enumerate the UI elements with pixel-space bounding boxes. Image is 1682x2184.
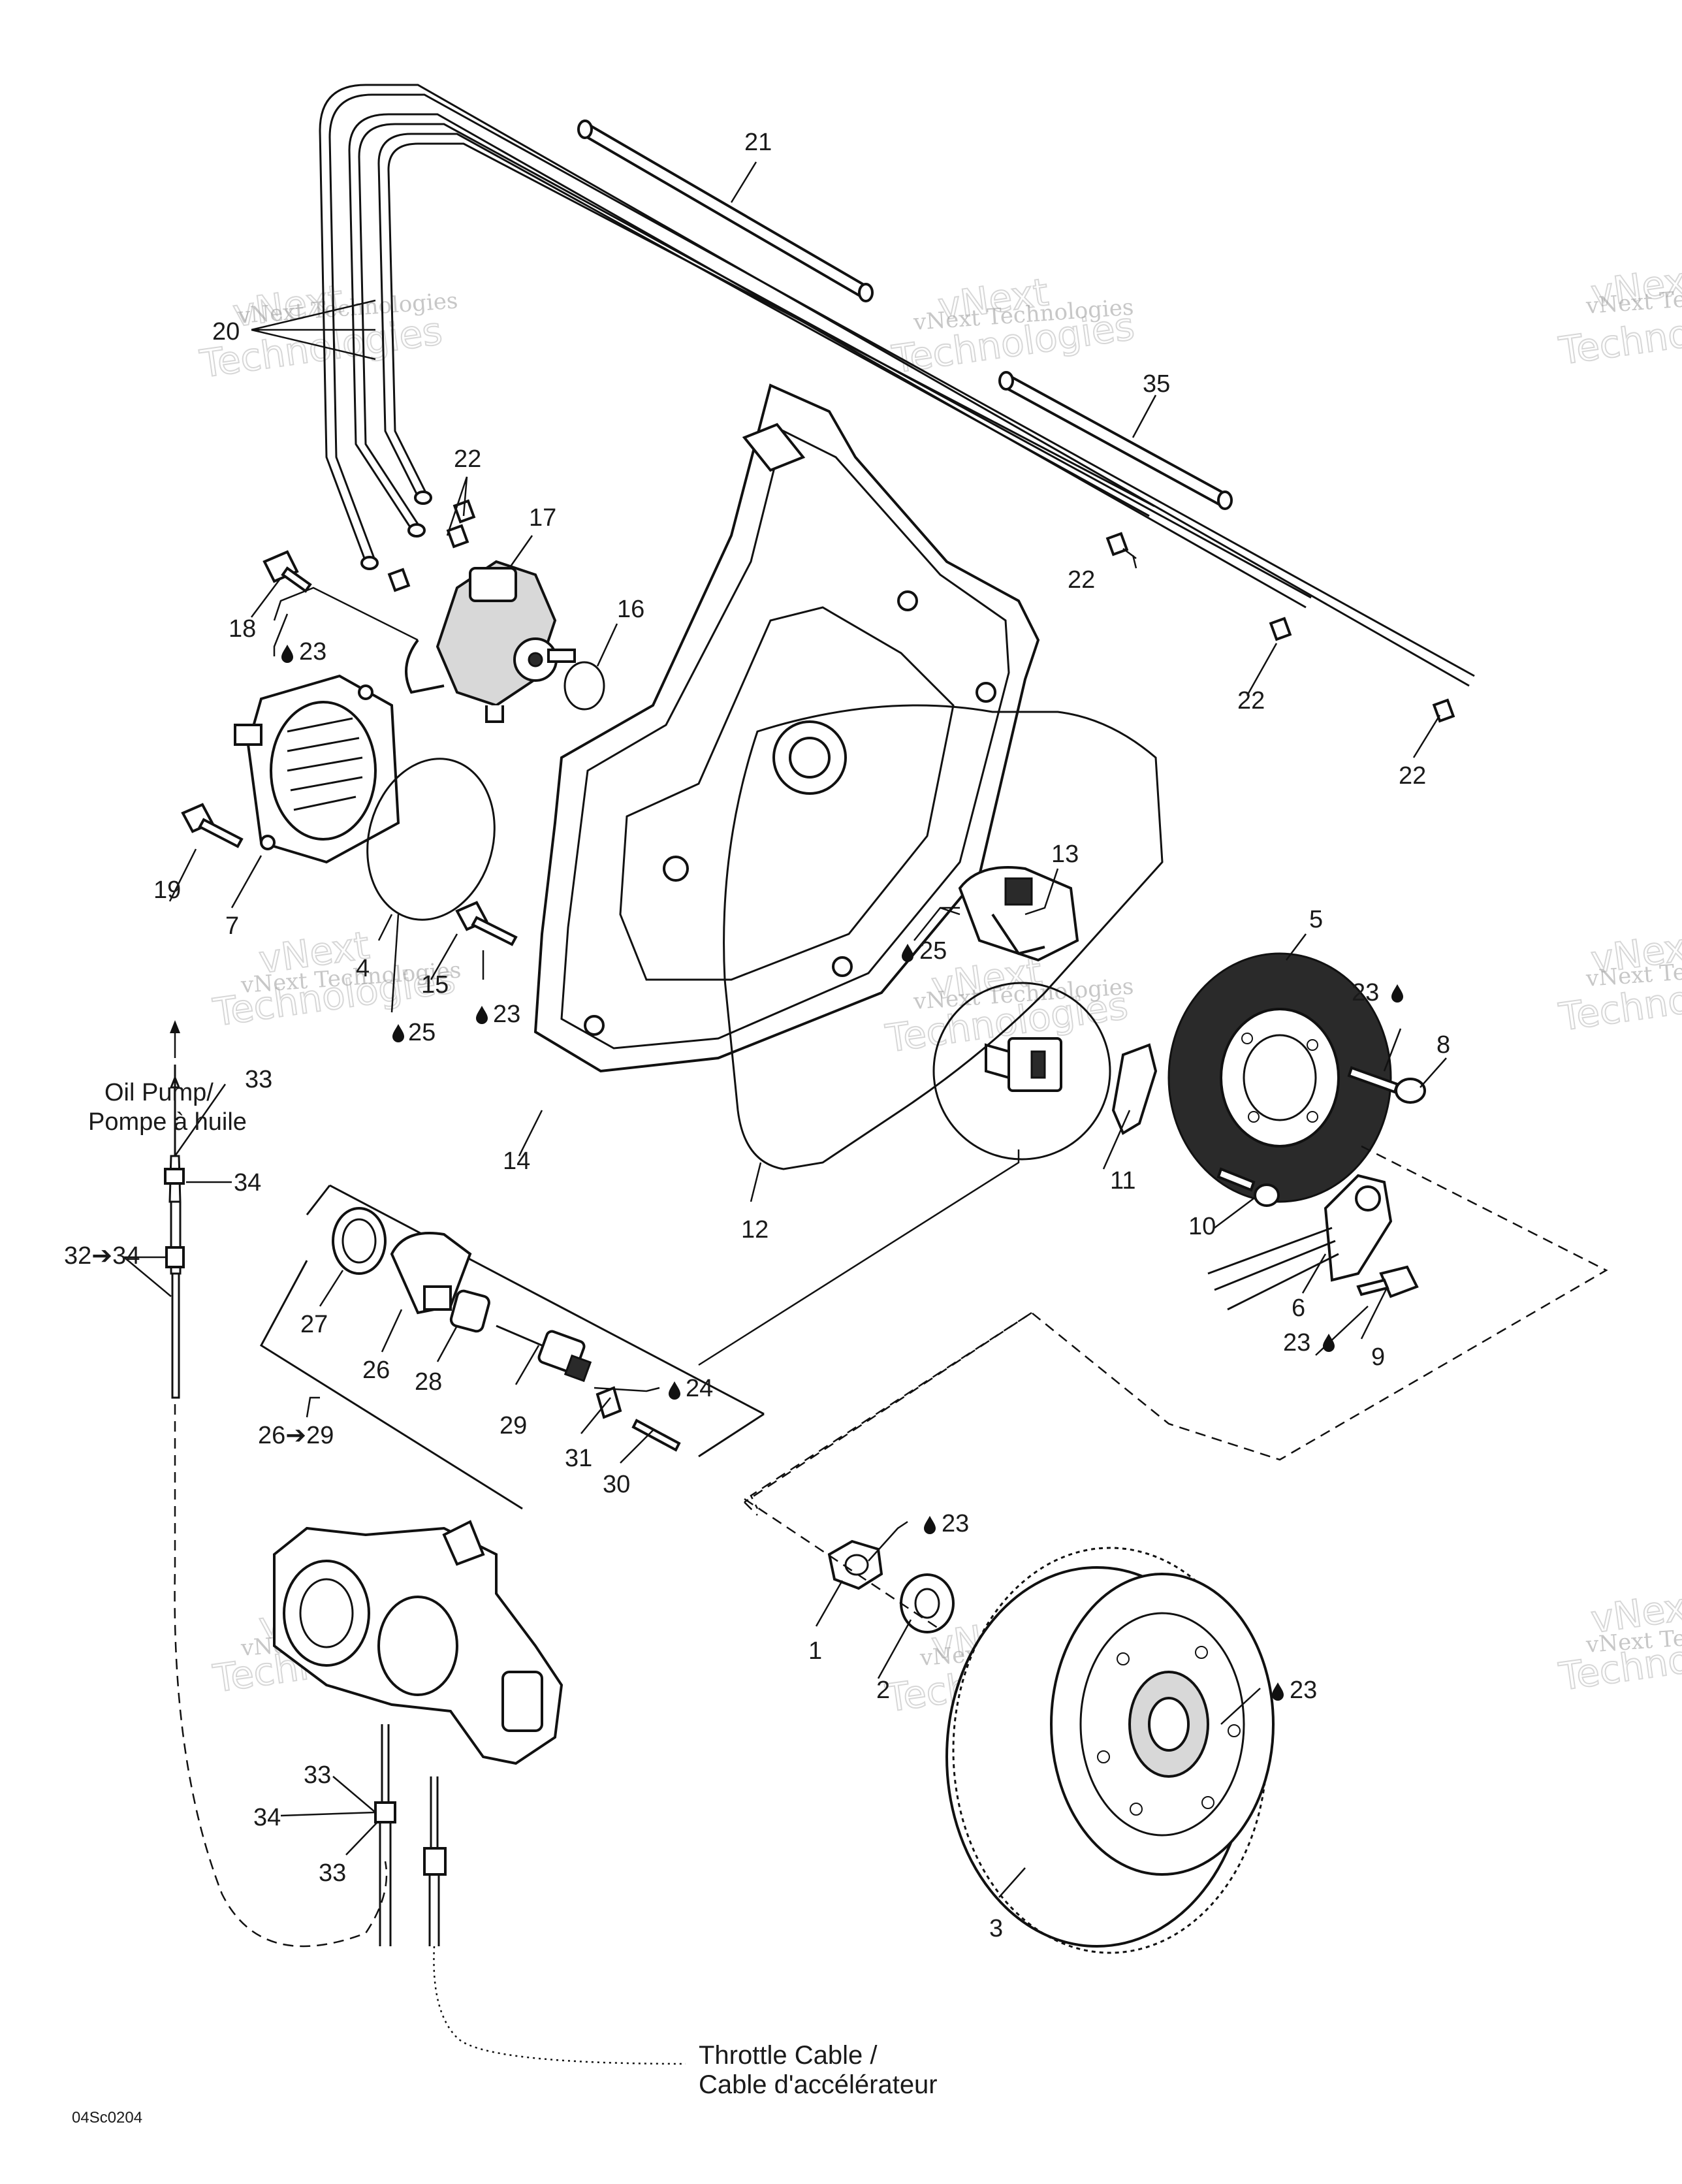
oil-pump	[405, 560, 576, 723]
label-16: 16	[617, 596, 644, 623]
oil-lines	[319, 84, 1475, 687]
oil-pump-cable	[164, 1020, 388, 1948]
throttle-body	[273, 1520, 563, 1765]
caption-oil-pump-en: Oil Pump/	[104, 1079, 214, 1106]
label-34-a: 34	[234, 1169, 261, 1196]
label-23-d: 23	[1283, 1329, 1310, 1357]
label-14: 14	[503, 1148, 530, 1175]
label-26: 26	[362, 1357, 390, 1384]
pump-cover-7	[234, 674, 400, 864]
pin-31	[595, 1386, 622, 1419]
label-19: 19	[153, 876, 181, 904]
caption-throttle-fr: Cable d'accélérateur	[699, 2070, 938, 2099]
label-27: 27	[300, 1311, 328, 1338]
label-5: 5	[1309, 906, 1323, 933]
flywheel-3	[945, 1547, 1275, 1954]
label-22-b: 22	[1068, 566, 1095, 594]
screw-8	[1347, 1066, 1426, 1104]
label-34-b: 34	[253, 1804, 281, 1831]
connector-29	[496, 1325, 592, 1383]
label-33-b: 33	[304, 1761, 331, 1789]
sensor-26	[390, 1232, 472, 1315]
terminal-30	[631, 1419, 681, 1452]
connector-detail	[985, 1037, 1062, 1092]
watermarks: vNext Technologies vNext Technologies vN…	[197, 256, 1682, 1722]
label-23-a: 23	[299, 638, 326, 666]
o-ring-16	[563, 661, 605, 711]
label-24: 24	[686, 1375, 713, 1402]
label-18: 18	[229, 615, 256, 643]
label-32-34: 32➔34	[64, 1242, 140, 1270]
label-28: 28	[415, 1368, 442, 1396]
sensor-6	[1207, 1174, 1393, 1311]
label-23-f: 23	[1290, 1677, 1317, 1704]
hose-21	[577, 120, 874, 302]
grommet-28	[449, 1289, 490, 1333]
label-22-a: 22	[454, 445, 481, 473]
label-22-d: 22	[1399, 762, 1426, 790]
label-1: 1	[808, 1637, 822, 1665]
o-ring-4	[366, 758, 496, 921]
magneto-housing-14	[533, 383, 1040, 1073]
label-23-b: 23	[1352, 979, 1379, 1006]
label-21: 21	[744, 129, 772, 156]
leader-lines	[123, 161, 1447, 1898]
group-box-26-29	[260, 1184, 765, 1510]
label-30: 30	[603, 1471, 630, 1498]
label-10: 10	[1188, 1213, 1216, 1240]
label-4: 4	[356, 955, 370, 982]
label-33-a: 33	[245, 1066, 272, 1093]
label-22-c: 22	[1237, 687, 1265, 715]
label-2: 2	[876, 1677, 890, 1704]
label-12: 12	[741, 1216, 769, 1244]
throttle-cable-caption: Throttle Cable / Cable d'accélérateur	[699, 2041, 938, 2099]
label-31: 31	[565, 1445, 592, 1472]
hose-35	[998, 371, 1233, 510]
caption-throttle-en: Throttle Cable /	[699, 2041, 878, 2070]
part-labels: 21 20 35 22 17 16 18 23 22 22 22 13 25 5…	[64, 129, 1450, 1942]
label-8: 8	[1436, 1031, 1450, 1059]
label-9: 9	[1371, 1343, 1385, 1371]
label-11: 11	[1110, 1167, 1135, 1195]
label-23-c: 23	[493, 1001, 520, 1028]
screw-9	[1356, 1265, 1419, 1298]
label-25-a: 25	[919, 937, 947, 965]
screw-15	[455, 901, 518, 946]
bracket-11	[1111, 1043, 1158, 1135]
label-7: 7	[225, 912, 239, 940]
group-outline-flywheel	[744, 1498, 941, 1631]
trigger-coil-13	[958, 866, 1079, 962]
group-outline-right-2	[744, 1311, 1032, 1503]
screw-19	[181, 803, 244, 848]
screw-18	[262, 550, 312, 593]
gasket-12	[723, 704, 1164, 1170]
label-3: 3	[989, 1915, 1003, 1942]
label-6: 6	[1292, 1294, 1305, 1322]
label-35: 35	[1143, 370, 1170, 398]
screw-10	[1216, 1167, 1280, 1207]
stator-5	[1167, 952, 1392, 1203]
detail-circle	[932, 982, 1111, 1161]
label-26-29: 26➔29	[258, 1422, 334, 1449]
label-13: 13	[1051, 841, 1079, 868]
label-25-b: 25	[408, 1019, 436, 1046]
label-15: 15	[421, 971, 449, 999]
seal-27	[332, 1207, 387, 1275]
label-29: 29	[500, 1412, 527, 1439]
label-20: 20	[212, 318, 240, 345]
label-33-c: 33	[319, 1859, 346, 1887]
group-outline-right	[750, 1145, 1608, 1509]
caption-oil-pump-fr: Pompe à huile	[88, 1108, 247, 1136]
clamps-22	[387, 499, 1455, 723]
nut-1	[827, 1539, 883, 1590]
label-17: 17	[529, 504, 556, 532]
drawing-code: 04Sc0204	[72, 2109, 142, 2127]
throttle-cables	[374, 1724, 686, 2065]
label-23-e: 23	[942, 1510, 969, 1537]
